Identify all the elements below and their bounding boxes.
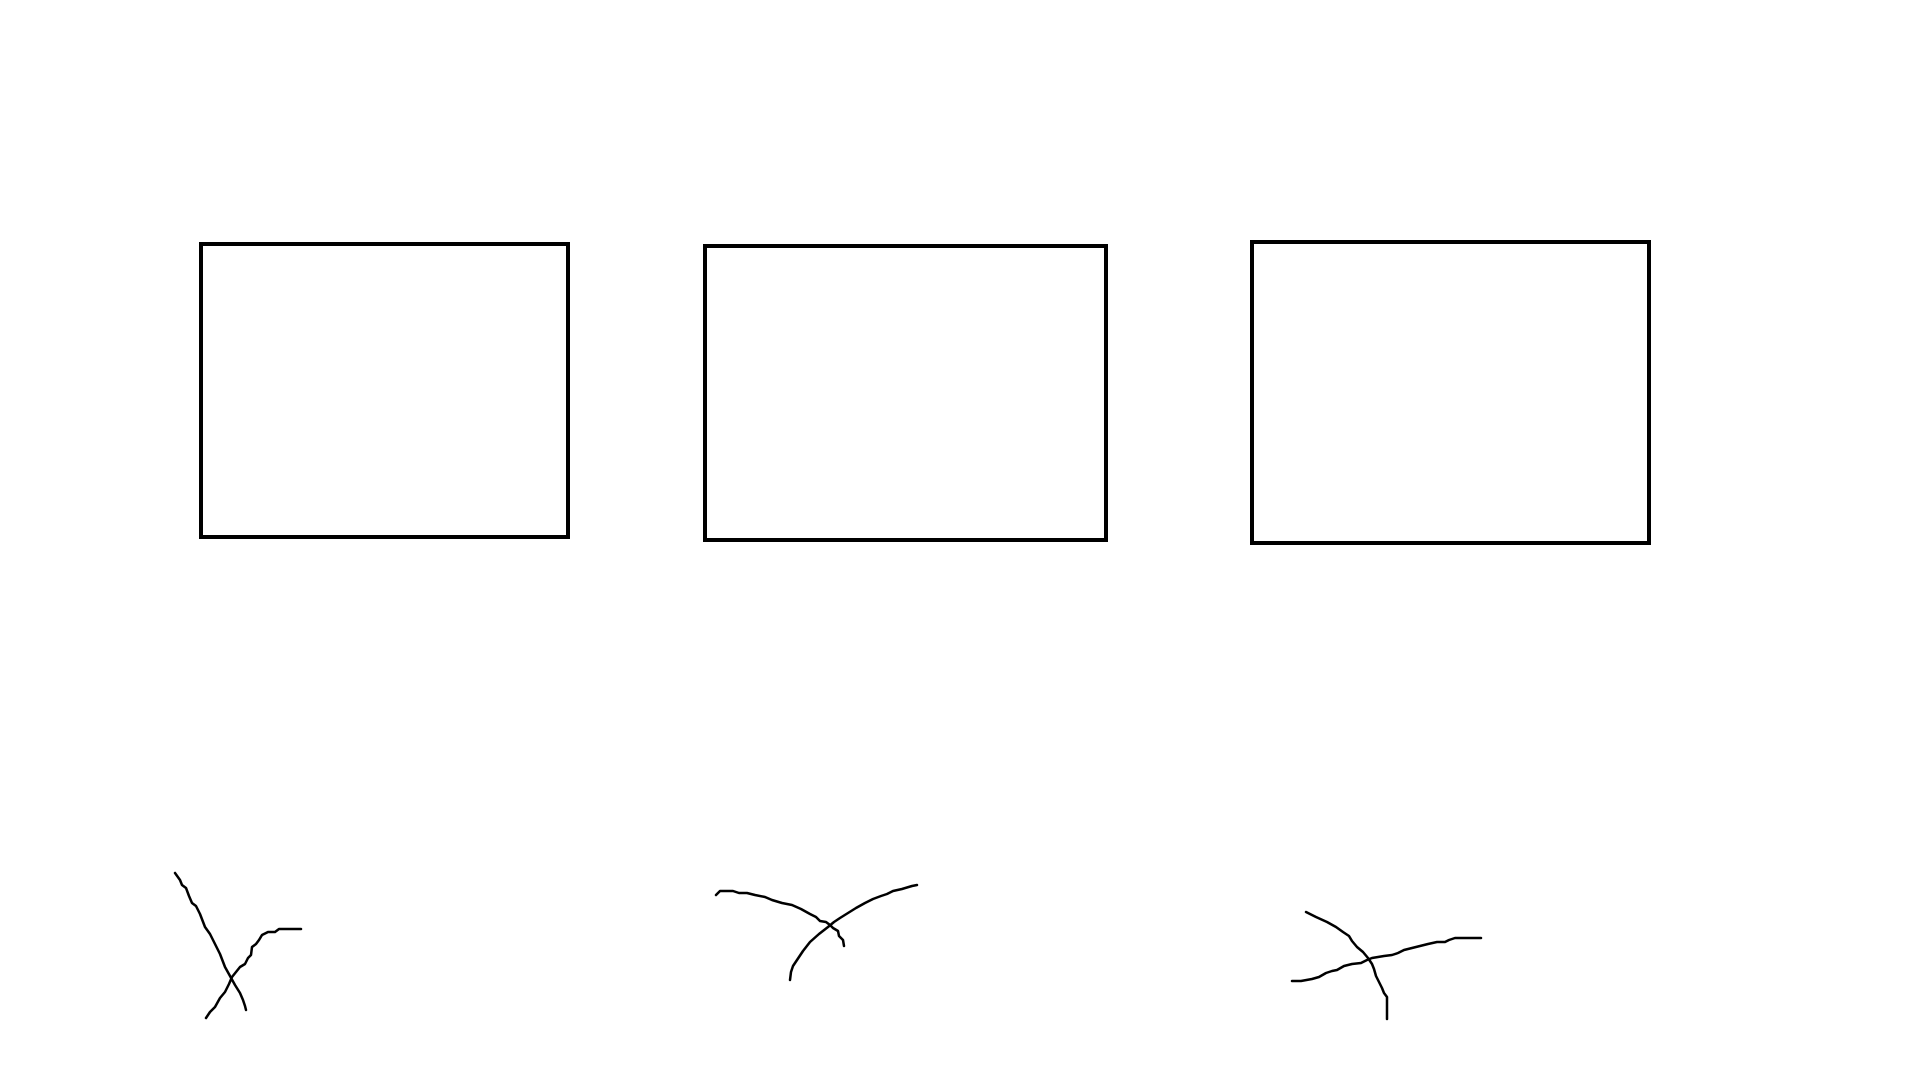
x2-stroke-b bbox=[788, 883, 919, 982]
x1-stroke-a bbox=[173, 871, 248, 1012]
rectangle-1[interactable] bbox=[199, 242, 570, 539]
x3-stroke-a bbox=[1304, 910, 1389, 1021]
x1-stroke-b bbox=[204, 927, 303, 1020]
handwritten-x-2[interactable] bbox=[714, 883, 919, 982]
rectangle-3[interactable] bbox=[1250, 240, 1651, 545]
x3-stroke-b bbox=[1290, 936, 1483, 983]
handwritten-x-3[interactable] bbox=[1290, 910, 1483, 1021]
x2-stroke-a bbox=[714, 889, 846, 948]
rectangle-2[interactable] bbox=[703, 244, 1108, 542]
handwritten-x-1[interactable] bbox=[173, 871, 303, 1020]
